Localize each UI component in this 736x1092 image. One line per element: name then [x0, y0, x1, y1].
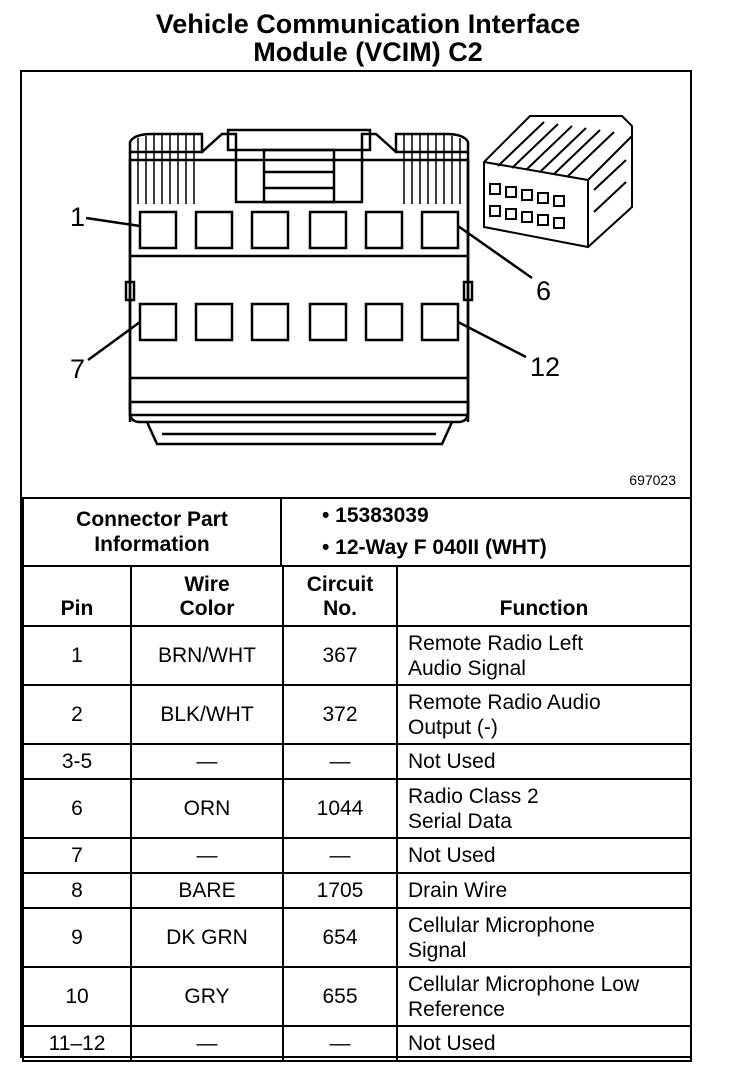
callout-pin-1: 1: [70, 202, 86, 232]
callout-pin-6: 6: [536, 276, 552, 306]
circuit-cell: 654: [282, 907, 398, 968]
function-cell: Cellular Microphone Low Reference: [396, 966, 692, 1027]
circuit-cell: —: [282, 1025, 398, 1062]
cavity-10: [308, 302, 348, 342]
cavity-3: [250, 210, 290, 250]
circuit-cell: 367: [282, 625, 398, 686]
function-cell: Drain Wire: [396, 872, 692, 909]
cavity-4: [308, 210, 348, 250]
pin-cell: 3-5: [22, 743, 132, 780]
function-cell: Not Used: [396, 743, 692, 780]
function-cell: Not Used: [396, 1025, 692, 1062]
pin-cell: 11–12: [22, 1025, 132, 1062]
wire-color-cell: —: [130, 1025, 284, 1062]
wire-color-cell: —: [130, 743, 284, 780]
table-row: 7——Not Used: [22, 837, 692, 874]
wire-color-cell: —: [130, 837, 284, 874]
pin-table-header: Pin Wire Color Circuit No. Function: [22, 565, 692, 627]
pin-cell: 9: [22, 907, 132, 968]
circuit-cell: 655: [282, 966, 398, 1027]
pin-cell: 7: [22, 837, 132, 874]
header-function: Function: [396, 565, 692, 627]
callout-pin-12: 12: [530, 352, 561, 382]
wire-color-cell: DK GRN: [130, 907, 284, 968]
circuit-cell: —: [282, 743, 398, 780]
cavity-6: [420, 210, 460, 250]
pin-cell: 10: [22, 966, 132, 1027]
connector-info-label-line-1: Connector Part: [76, 508, 228, 531]
pin-cell: 1: [22, 625, 132, 686]
table-row: 11–12——Not Used: [22, 1025, 692, 1062]
wire-color-cell: GRY: [130, 966, 284, 1027]
function-cell: Radio Class 2 Serial Data: [396, 778, 692, 839]
lock-tab-top: [226, 128, 372, 152]
cavity-12: [420, 302, 460, 342]
table-row: 3-5——Not Used: [22, 743, 692, 780]
page-title: Vehicle Communication Interface Module (…: [0, 10, 736, 66]
wire-color-cell: ORN: [130, 778, 284, 839]
cavity-11: [364, 302, 404, 342]
housing-outline: [128, 152, 470, 424]
connector-info-label: Connector Part Information: [22, 497, 282, 567]
connector-info-table: Connector Part Information • 15383039 • …: [22, 497, 692, 567]
connector-description: • 12-Way F 040II (WHT): [322, 536, 547, 559]
wire-color-cell: BARE: [130, 872, 284, 909]
connector-info-values: • 15383039 • 12-Way F 040II (WHT): [280, 497, 692, 567]
cavity-5: [364, 210, 404, 250]
function-cell: Remote Radio Left Audio Signal: [396, 625, 692, 686]
left-latch: [128, 132, 204, 154]
lock-tab-center: [262, 148, 336, 204]
cavity-9: [250, 302, 290, 342]
pin-cell: 2: [22, 684, 132, 745]
header-wire-color: Wire Color: [130, 565, 284, 627]
connector-isometric-view: [483, 115, 633, 249]
pin-cell: 6: [22, 778, 132, 839]
cavity-7: [138, 302, 178, 342]
cavity-2: [194, 210, 234, 250]
cavity-8: [194, 302, 234, 342]
wire-color-cell: BRN/WHT: [130, 625, 284, 686]
lock-tab: [201, 132, 397, 204]
right-latch: [394, 132, 470, 154]
circuit-cell: 1044: [282, 778, 398, 839]
connector-diagram: 1 6 7 12 697023: [22, 72, 690, 497]
wire-color-cell: BLK/WHT: [130, 684, 284, 745]
connector-info-label-line-2: Information: [94, 533, 210, 556]
header-circuit-no: Circuit No.: [282, 565, 398, 627]
circuit-cell: —: [282, 837, 398, 874]
function-cell: Not Used: [396, 837, 692, 874]
function-cell: Remote Radio Audio Output (-): [396, 684, 692, 745]
circuit-cell: 1705: [282, 872, 398, 909]
circuit-cell: 372: [282, 684, 398, 745]
cavity-1: [138, 210, 178, 250]
title-line-2: Module (VCIM) C2: [253, 37, 483, 67]
title-line-1: Vehicle Communication Interface: [155, 9, 581, 39]
figure-id: 697023: [629, 472, 676, 488]
header-pin: Pin: [22, 565, 132, 627]
pin-cell: 8: [22, 872, 132, 909]
function-cell: Cellular Microphone Signal: [396, 907, 692, 968]
connector-frame: 1 6 7 12 697023 Connector Part Informati…: [20, 70, 692, 1062]
callout-pin-7: 7: [70, 354, 86, 384]
bottom-rail: [145, 421, 454, 446]
connector-part-number: • 15383039: [322, 504, 429, 527]
connector-face-drawing: [85, 115, 633, 446]
